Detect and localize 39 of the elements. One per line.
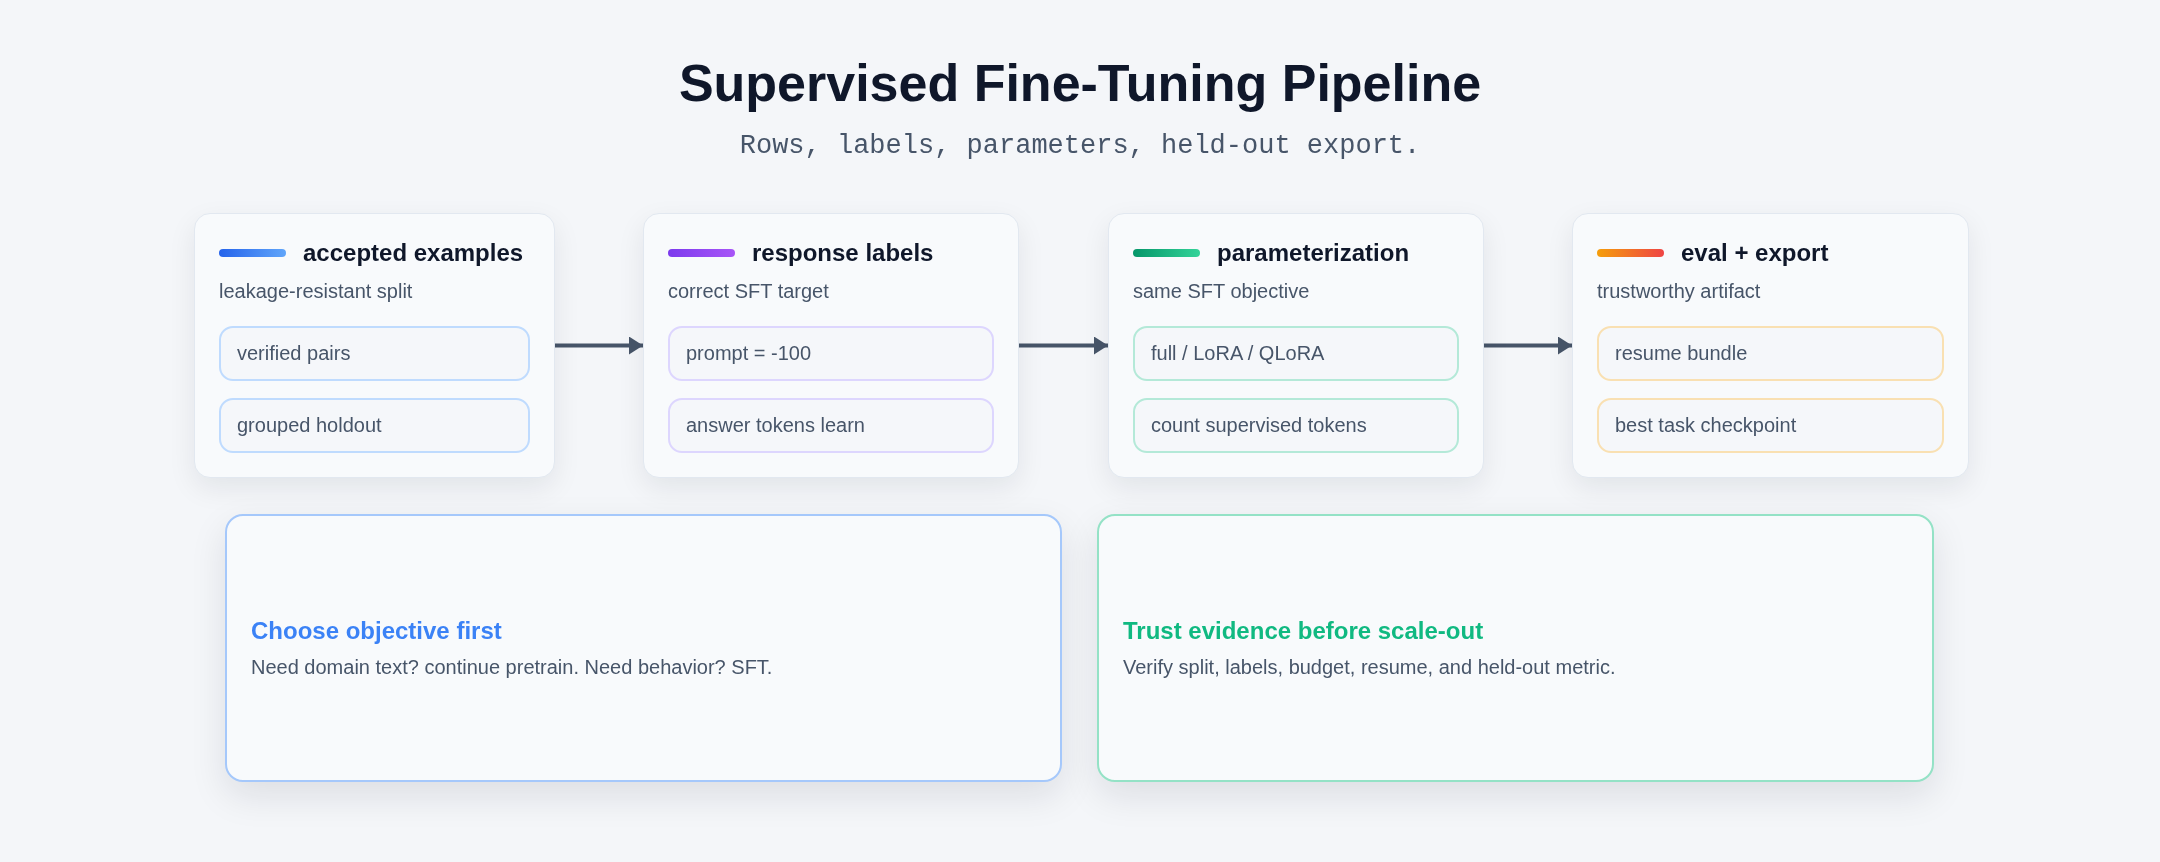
diagram-title: Supervised Fine-Tuning Pipeline: [677, 53, 1483, 114]
card-title: response labels: [752, 239, 934, 267]
item-chip: [668, 398, 994, 453]
step-card: [194, 213, 555, 478]
note-panel: [225, 514, 1062, 782]
card-subtitle: leakage-resistant split: [219, 279, 414, 304]
item-chip: [1133, 326, 1459, 381]
item-chip: [668, 326, 994, 381]
card-title: accepted examples: [303, 239, 524, 267]
item-chip: [1133, 398, 1459, 453]
note-panel: [1097, 514, 1934, 782]
item-label: prompt = -100: [686, 342, 812, 365]
panel-heading: Choose objective first: [251, 616, 502, 646]
item-label: answer tokens learn: [686, 414, 865, 437]
arrow: [1484, 336, 1572, 355]
item-chip: [1597, 326, 1944, 381]
item-label: resume bundle: [1615, 342, 1748, 365]
panel-text: Need domain text? continue pretrain. Need behavior? SFT.: [251, 655, 773, 680]
step-card: [1572, 213, 1969, 478]
item-label: best task checkpoint: [1615, 414, 1797, 437]
card-subtitle: same SFT objective: [1133, 279, 1311, 304]
card-subtitle: trustworthy artifact: [1597, 279, 1762, 304]
item-chip: [219, 326, 530, 381]
card-title: eval + export: [1681, 239, 1829, 267]
card-subtitle: correct SFT target: [668, 279, 830, 304]
item-label: full / LoRA / QLoRA: [1151, 342, 1325, 365]
panel-text: Verify split, labels, budget, resume, and held-out metric.: [1123, 655, 1616, 680]
item-label: verified pairs: [237, 342, 351, 365]
arrow: [1019, 336, 1108, 355]
card-title: parameterization: [1217, 239, 1410, 267]
item-chip: [1597, 398, 1944, 453]
panel-heading: Trust evidence before scale-out: [1123, 616, 1484, 646]
arrow: [555, 336, 643, 355]
item-chip: [219, 398, 530, 453]
step-card: [643, 213, 1019, 478]
item-label: grouped holdout: [237, 414, 382, 437]
diagram-subtitle: Rows, labels, parameters, held-out export.: [738, 130, 1422, 163]
item-label: count supervised tokens: [1151, 414, 1367, 437]
step-card: [1108, 213, 1484, 478]
